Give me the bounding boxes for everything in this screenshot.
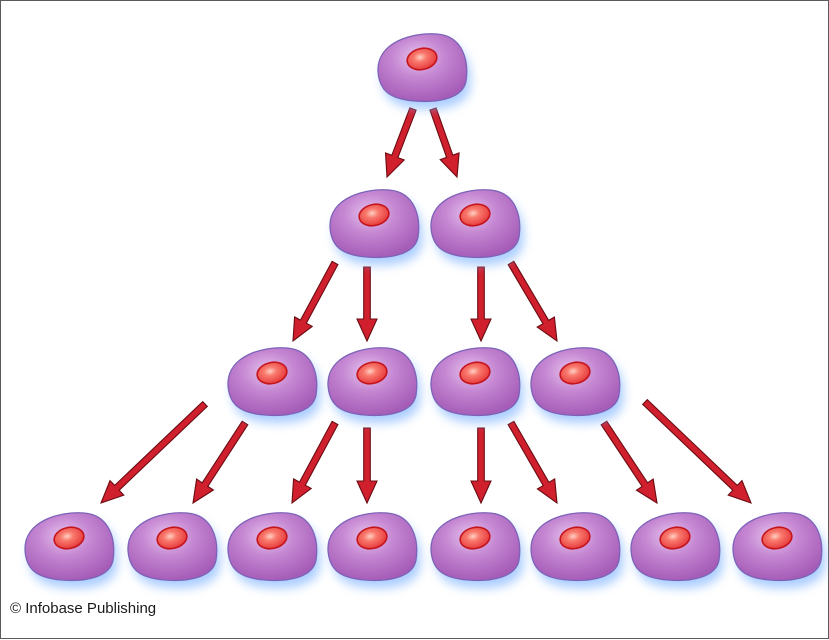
division-arrow-1: [386, 108, 417, 177]
division-arrow-13: [601, 421, 657, 503]
division-arrow-6: [508, 261, 557, 341]
cell-gen4-6: [531, 513, 624, 589]
division-arrow-5: [471, 267, 491, 341]
cell-gen4-2: [128, 513, 221, 589]
division-arrow-10: [357, 428, 377, 503]
cell-gen4-4: [328, 513, 421, 589]
cell-gen3-3: [431, 348, 524, 424]
cell-gen1-1: [378, 34, 471, 110]
copyright-text: © Infobase Publishing: [10, 600, 156, 617]
cell-gen3-1: [228, 348, 321, 424]
cell-gen2-1: [330, 190, 423, 266]
division-arrow-2: [430, 108, 459, 177]
cell-gen4-8: [733, 513, 826, 589]
cell-gen3-4: [531, 348, 624, 424]
cell-gen4-1: [25, 513, 118, 589]
cell-gen4-5: [431, 513, 524, 589]
division-arrow-3: [293, 261, 338, 341]
cell-gen4-3: [228, 513, 321, 589]
division-arrow-14: [643, 400, 751, 503]
cells-layer: [25, 34, 826, 589]
cell-gen3-2: [328, 348, 421, 424]
arrows-layer: [101, 108, 751, 503]
division-arrow-12: [508, 421, 557, 503]
division-arrow-4: [357, 267, 377, 341]
cell-gen2-2: [431, 190, 524, 266]
division-arrow-9: [292, 421, 338, 503]
division-arrow-11: [471, 428, 491, 503]
division-arrow-7: [101, 402, 207, 503]
division-arrow-8: [193, 421, 248, 503]
cell-gen4-7: [631, 513, 724, 589]
